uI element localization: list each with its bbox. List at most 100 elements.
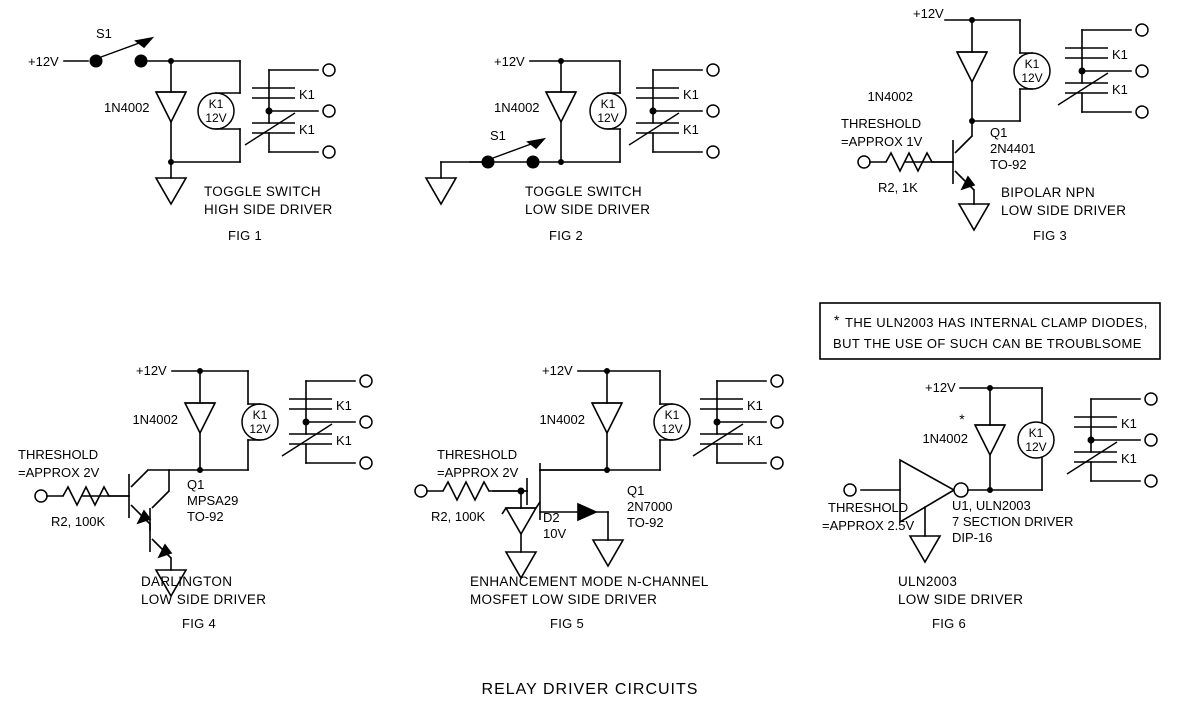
figure-fig4: +12V 1N4002 K1 12V K1 K1 THRESHOLD =APPR… bbox=[18, 363, 373, 631]
diode-body bbox=[544, 91, 578, 124]
contact-terminal-nc[interactable] bbox=[770, 456, 784, 470]
contact-terminal-common[interactable] bbox=[1144, 433, 1158, 447]
contact-terminal-common[interactable] bbox=[359, 415, 373, 429]
device-line-2: 2N7000 bbox=[627, 499, 673, 514]
coil-label-1: K1 bbox=[209, 97, 224, 111]
threshold-line-2: =APPROX 1V bbox=[841, 134, 923, 149]
caption-line-2: MOSFET LOW SIDE DRIVER bbox=[470, 592, 657, 607]
note-line-2: BUT THE USE OF SUCH CAN BE TROUBLSOME bbox=[833, 336, 1142, 351]
coil-label-1: K1 bbox=[665, 408, 680, 422]
contact-terminal-nc[interactable] bbox=[359, 456, 373, 470]
switch-pole-left[interactable] bbox=[89, 54, 103, 68]
resistor-r2 bbox=[857, 151, 954, 173]
diode-body bbox=[154, 91, 188, 124]
threshold-line-2: =APPROX 2.5V bbox=[822, 518, 914, 533]
contact-no-label: K1 bbox=[683, 87, 699, 102]
figure-fig1: +12V S1 1N4002 K1 12V K1 K1 TOGGLE SWITC… bbox=[28, 26, 336, 243]
contact-terminal-nc[interactable] bbox=[1144, 474, 1158, 488]
coil-label-1: K1 bbox=[1025, 57, 1040, 71]
ground-symbol bbox=[908, 535, 942, 564]
threshold-line-1: THRESHOLD bbox=[437, 447, 517, 462]
supply-label: +12V bbox=[494, 54, 525, 69]
device-line-2: MPSA29 bbox=[187, 493, 238, 508]
switch-pole-right[interactable] bbox=[526, 155, 540, 169]
figure-fig5: +12V 1N4002 K1 12V K1 K1 THRESHOLD =APPR… bbox=[414, 363, 784, 631]
mosfet-transistor-q1 bbox=[492, 463, 625, 568]
resistor-r2 bbox=[34, 485, 130, 507]
contact-terminal-no[interactable] bbox=[1144, 392, 1158, 406]
diode-body bbox=[183, 402, 217, 435]
contact-terminal-no[interactable] bbox=[770, 374, 784, 388]
device-line-1: U1, ULN2003 bbox=[952, 498, 1031, 513]
caption-line-2: LOW SIDE DRIVER bbox=[141, 592, 266, 607]
caption-line-2: LOW SIDE DRIVER bbox=[525, 202, 650, 217]
zener-line-1: D2 bbox=[543, 510, 560, 525]
diode-body bbox=[955, 51, 989, 84]
threshold-line-1: THRESHOLD bbox=[828, 500, 908, 515]
coil-label-1: K1 bbox=[1029, 426, 1044, 440]
input-terminal[interactable] bbox=[34, 489, 48, 503]
ground-symbol bbox=[957, 203, 991, 232]
resistor-label: R2, 1K bbox=[878, 180, 918, 195]
input-terminal[interactable] bbox=[843, 483, 857, 497]
zener-line-2: 10V bbox=[543, 526, 566, 541]
coil-label-2: 12V bbox=[1025, 440, 1046, 454]
threshold-line-1: THRESHOLD bbox=[841, 116, 921, 131]
coil-label-2: 12V bbox=[205, 111, 226, 125]
switch-pole-right[interactable] bbox=[134, 54, 148, 68]
diode-label: 1N4002 bbox=[539, 412, 585, 427]
contact-terminal-nc[interactable] bbox=[322, 145, 336, 159]
diode-label: 1N4002 bbox=[922, 431, 968, 446]
note-box: * THE ULN2003 HAS INTERNAL CLAMP DIODES,… bbox=[819, 302, 1161, 360]
contact-terminal-no[interactable] bbox=[359, 374, 373, 388]
contact-no-label: K1 bbox=[1112, 47, 1128, 62]
uln2003-inverter bbox=[843, 458, 991, 564]
contact-terminal-nc[interactable] bbox=[706, 145, 720, 159]
diode-label: 1N4002 bbox=[104, 100, 150, 115]
q1b-collector-lead bbox=[151, 490, 170, 509]
nc-slash bbox=[1066, 441, 1118, 475]
relay-contacts-fig1 bbox=[244, 63, 336, 159]
contact-terminal-no[interactable] bbox=[1135, 23, 1149, 37]
contact-terminal-nc[interactable] bbox=[1135, 105, 1149, 119]
input-terminal[interactable] bbox=[857, 155, 871, 169]
ground-symbol bbox=[591, 539, 625, 568]
supply-label: +12V bbox=[542, 363, 573, 378]
threshold-line-2: =APPROX 2V bbox=[18, 465, 100, 480]
threshold-line-2: =APPROX 2V bbox=[437, 465, 519, 480]
coil-label-1: K1 bbox=[253, 408, 268, 422]
figure-number: FIG 3 bbox=[1033, 228, 1067, 243]
device-line-3: TO-92 bbox=[187, 509, 224, 524]
supply-label: +12V bbox=[136, 363, 167, 378]
contact-terminal-common[interactable] bbox=[706, 104, 720, 118]
note-star-marker: * bbox=[834, 312, 840, 328]
contact-nc-label: K1 bbox=[1121, 451, 1137, 466]
contact-terminal-no[interactable] bbox=[706, 63, 720, 77]
device-line-2: 2N4401 bbox=[990, 141, 1036, 156]
coil-label-2: 12V bbox=[1021, 71, 1042, 85]
caption-line-2: LOW SIDE DRIVER bbox=[898, 592, 1023, 607]
relay-contacts-fig6 bbox=[1066, 392, 1158, 488]
nc-slash bbox=[1057, 72, 1109, 106]
caption-line-1: DARLINGTON bbox=[141, 574, 232, 589]
device-line-3: DIP-16 bbox=[952, 530, 992, 545]
device-line-3: TO-92 bbox=[627, 515, 664, 530]
coil-label-2: 12V bbox=[661, 422, 682, 436]
contact-terminal-common[interactable] bbox=[1135, 64, 1149, 78]
diode-star-marker: * bbox=[959, 411, 965, 427]
contact-terminal-common[interactable] bbox=[770, 415, 784, 429]
collector-lead bbox=[954, 135, 973, 154]
contact-terminal-no[interactable] bbox=[322, 63, 336, 77]
contact-nc-label: K1 bbox=[683, 122, 699, 137]
figure-number: FIG 6 bbox=[932, 616, 966, 631]
device-line-1: Q1 bbox=[187, 477, 204, 492]
nc-slash bbox=[692, 423, 744, 457]
contact-terminal-common[interactable] bbox=[322, 104, 336, 118]
inverter-bubble bbox=[953, 482, 969, 498]
switch-pole-left[interactable] bbox=[481, 155, 495, 169]
contact-nc-label: K1 bbox=[336, 433, 352, 448]
figure-number: FIG 5 bbox=[550, 616, 584, 631]
coil-label-2: 12V bbox=[249, 422, 270, 436]
nc-slash bbox=[628, 112, 680, 146]
input-terminal[interactable] bbox=[414, 484, 428, 498]
